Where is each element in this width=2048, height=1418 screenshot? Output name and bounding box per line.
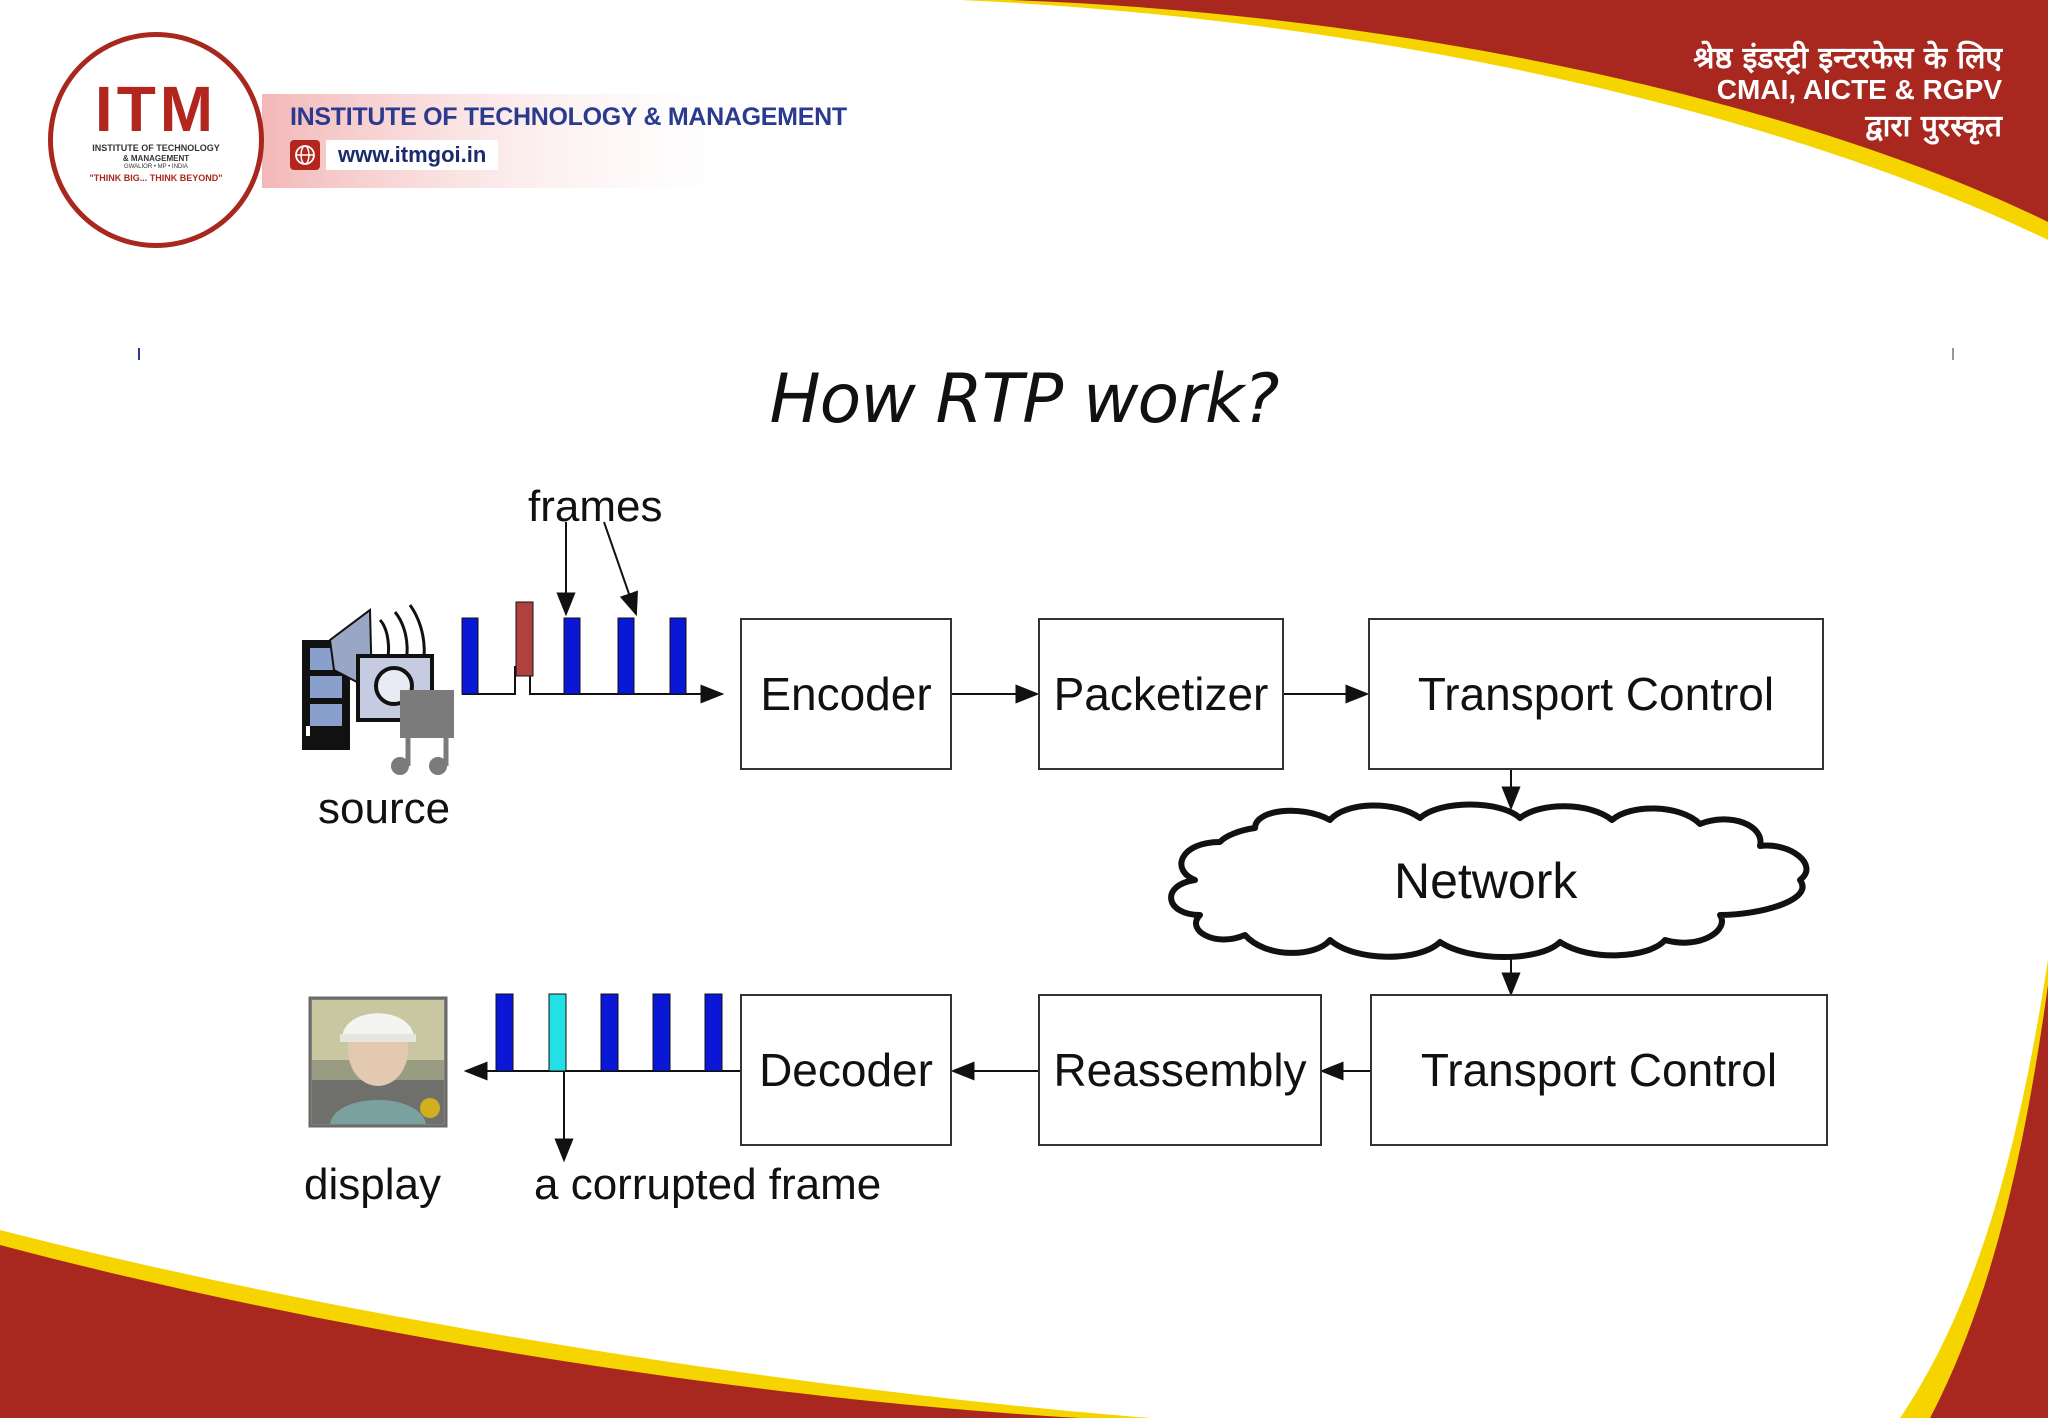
top-right-red-swoosh bbox=[1010, 0, 2048, 222]
frame-bottom-2-corrupted bbox=[548, 993, 567, 1072]
left-tick bbox=[138, 348, 140, 360]
website-row: www.itmgoi.in bbox=[290, 138, 499, 172]
institute-name: INSTITUTE OF TECHNOLOGY & MANAGEMENT bbox=[290, 103, 847, 131]
award-line2: CMAI, AICTE & RGPV bbox=[1716, 74, 2002, 105]
network-label: Network bbox=[1394, 853, 1578, 909]
packetizer-label: Packetizer bbox=[1053, 668, 1269, 720]
transport-control-bottom-label: Transport Control bbox=[1420, 1044, 1778, 1096]
decoder-box: Decoder bbox=[740, 994, 952, 1146]
frame-bottom-1 bbox=[495, 993, 514, 1072]
logo-tagline: "THINK BIG... THINK BEYOND" bbox=[89, 173, 223, 183]
frame-top-4 bbox=[617, 617, 635, 695]
logo-line1: INSTITUTE OF TECHNOLOGY bbox=[92, 143, 220, 153]
frame-bottom-5 bbox=[704, 993, 723, 1072]
source-label: source bbox=[318, 784, 451, 833]
frame-top-5 bbox=[669, 617, 687, 695]
right-tick bbox=[1952, 348, 1954, 360]
transport-control-bottom-box: Transport Control bbox=[1370, 994, 1828, 1146]
frames-label: frames bbox=[528, 482, 663, 531]
frame-top-2-red bbox=[515, 601, 534, 677]
globe-icon bbox=[290, 140, 320, 170]
transport-control-top-label: Transport Control bbox=[1417, 668, 1775, 720]
corrupted-frame-label: a corrupted frame bbox=[534, 1160, 882, 1209]
reassembly-label: Reassembly bbox=[1053, 1044, 1307, 1096]
logo-line3: GWALIOR • MP • INDIA bbox=[124, 164, 188, 170]
encoder-label: Encoder bbox=[760, 668, 932, 720]
decoder-label: Decoder bbox=[759, 1044, 933, 1096]
packetizer-box: Packetizer bbox=[1038, 618, 1284, 770]
frame-top-3 bbox=[563, 617, 581, 695]
slide-title: How RTP work? bbox=[0, 360, 2048, 439]
frame-top-1 bbox=[461, 617, 479, 695]
bottom-right-red-swoosh bbox=[1930, 985, 2048, 1418]
title-text: How RTP work? bbox=[769, 360, 1279, 439]
encoder-box: Encoder bbox=[740, 618, 952, 770]
award-line1: श्रेष्ठ इंडस्ट्री इन्टरफेस के लिए bbox=[1693, 41, 2002, 76]
logo-mark: ITM bbox=[94, 73, 218, 145]
frame-bottom-3 bbox=[600, 993, 619, 1072]
display-photo bbox=[308, 996, 448, 1128]
itm-logo: ITM INSTITUTE OF TECHNOLOGY & MANAGEMENT… bbox=[48, 32, 264, 248]
reassembly-box: Reassembly bbox=[1038, 994, 1322, 1146]
display-label: display bbox=[304, 1160, 441, 1209]
bottom-left-red-swoosh bbox=[0, 1245, 1080, 1418]
transport-control-top-box: Transport Control bbox=[1368, 618, 1824, 770]
frame-bottom-4 bbox=[652, 993, 671, 1072]
award-line3: द्वारा पुरस्कृत bbox=[1865, 109, 2002, 144]
logo-line2: & MANAGEMENT bbox=[122, 154, 190, 163]
frames-arrow-2 bbox=[603, 521, 638, 617]
website-link[interactable]: www.itmgoi.in bbox=[326, 140, 499, 170]
network-cloud bbox=[1168, 801, 1810, 960]
source-icon bbox=[302, 604, 454, 775]
